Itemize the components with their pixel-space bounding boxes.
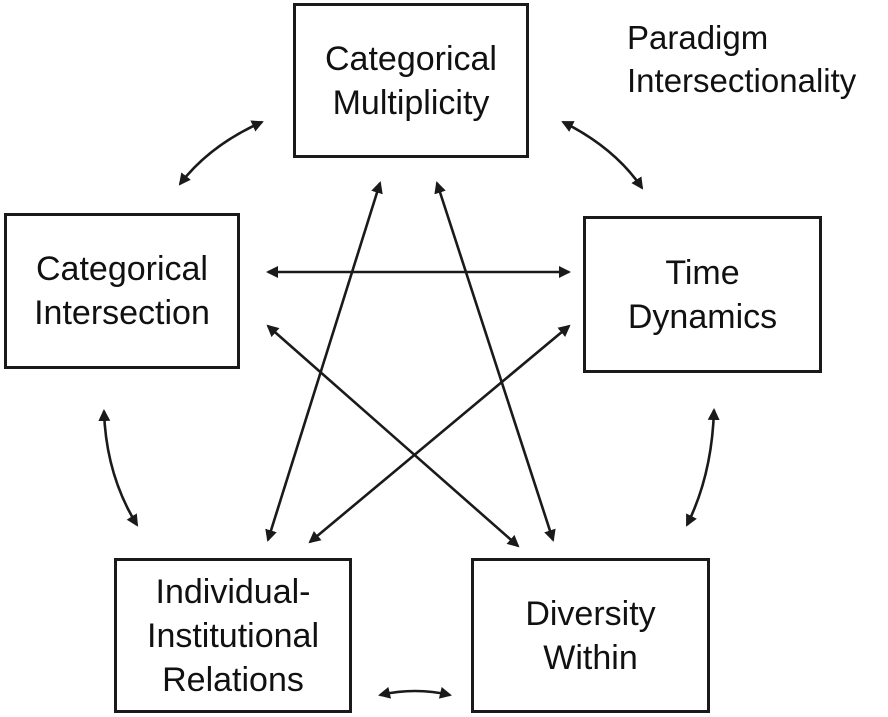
arrow-individual-diversity [378, 686, 452, 699]
paradigm-label-line-2: Intersectionality [627, 62, 857, 99]
node-label-line: Categorical [36, 250, 208, 288]
node-label-line: Dynamics [627, 297, 778, 336]
node-categorical-multiplicity: Categorical Multiplicity [293, 3, 529, 158]
node-label-line: Diversity [525, 594, 656, 633]
node-label-line: Relations [162, 660, 304, 699]
node-label-line: Individual- [155, 572, 311, 611]
arrow-time-diversity [685, 408, 720, 527]
node-label-line: Within [543, 638, 638, 677]
node-categorical-intersection: Categorical Intersection [4, 213, 240, 369]
node-label-line: Institutional [147, 616, 319, 655]
node-diversity-within: Diversity Within [471, 558, 710, 713]
node-label-line: Time [665, 253, 740, 292]
arrow-intersection-individual [98, 409, 139, 527]
node-label-line: Categorical [325, 39, 497, 78]
arrow-multiplicity-diversity [434, 181, 556, 542]
node-individual-institutional-relations: Individual- Institutional Relations [114, 558, 352, 713]
node-label-line: Intersection [34, 294, 210, 332]
node-label-line: Multiplicity [332, 83, 490, 122]
paradigm-label: Paradigm Intersectionality [627, 16, 856, 102]
arrow-time-individual [308, 324, 571, 544]
arrow-multiplicity-intersection [178, 120, 264, 186]
paradigm-label-line-1: Paradigm [627, 19, 769, 56]
arrow-multiplicity-individual [265, 181, 383, 542]
node-time-dynamics: Time Dynamics [583, 216, 822, 373]
arrow-multiplicity-time [561, 120, 644, 190]
arrow-intersection-diversity [266, 324, 520, 548]
